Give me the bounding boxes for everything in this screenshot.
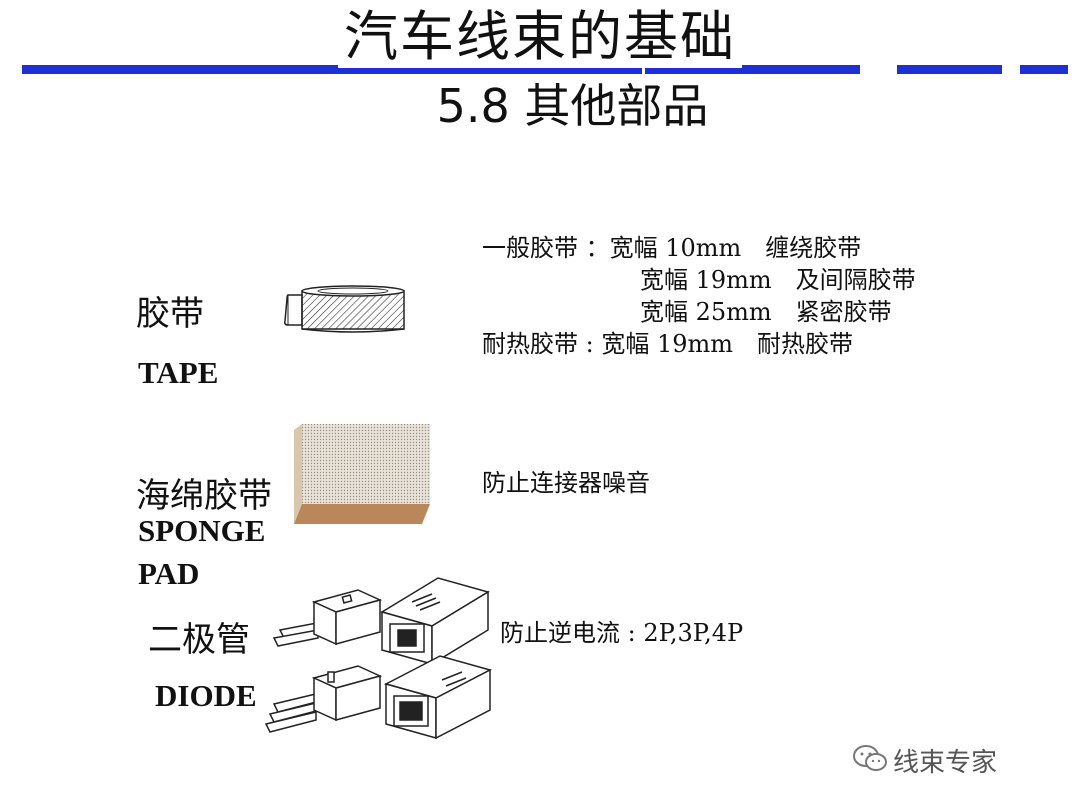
tape-desc-line-4: 耐热胶带 : 宽幅 19mm 耐热胶带 [482,330,854,358]
sponge-label-en-1: SPONGE [138,513,266,548]
diode-desc: 防止逆电流 : 2P,3P,4P [500,619,744,647]
diode-label-en: DIODE [155,678,257,713]
sponge-label-cn: 海绵胶带 [136,476,272,516]
header-bar-right-2 [1020,65,1068,74]
sponge-desc: 防止连接器噪音 [482,469,650,497]
wechat-icon [853,745,887,771]
tape-desc-line-1: 一般胶带 ：宽幅 10mm 缠绕胶带 [482,234,862,262]
header-bar-mid [645,65,860,74]
tape-label-en: TAPE [138,355,219,390]
tape-desc-line-3: 宽幅 25mm 紧密胶带 [640,298,892,326]
header-bar-left [22,65,642,74]
header-bar-right-1 [897,65,1002,74]
diode-connector-illustration [264,577,493,740]
sponge-label-en-2: PAD [138,556,200,591]
diode-label-cn: 二极管 [148,620,250,660]
page-title: 汽车线束的基础 [0,5,1080,68]
tape-roll-illustration [284,285,405,333]
sponge-block-illustration [294,424,430,524]
watermark-text: 线束专家 [893,748,998,778]
tape-label-cn: 胶带 [136,294,204,334]
page-subtitle: 5.8 其他部品 [436,79,709,133]
tape-desc-line-2: 宽幅 19mm 及间隔胶带 [640,266,916,294]
